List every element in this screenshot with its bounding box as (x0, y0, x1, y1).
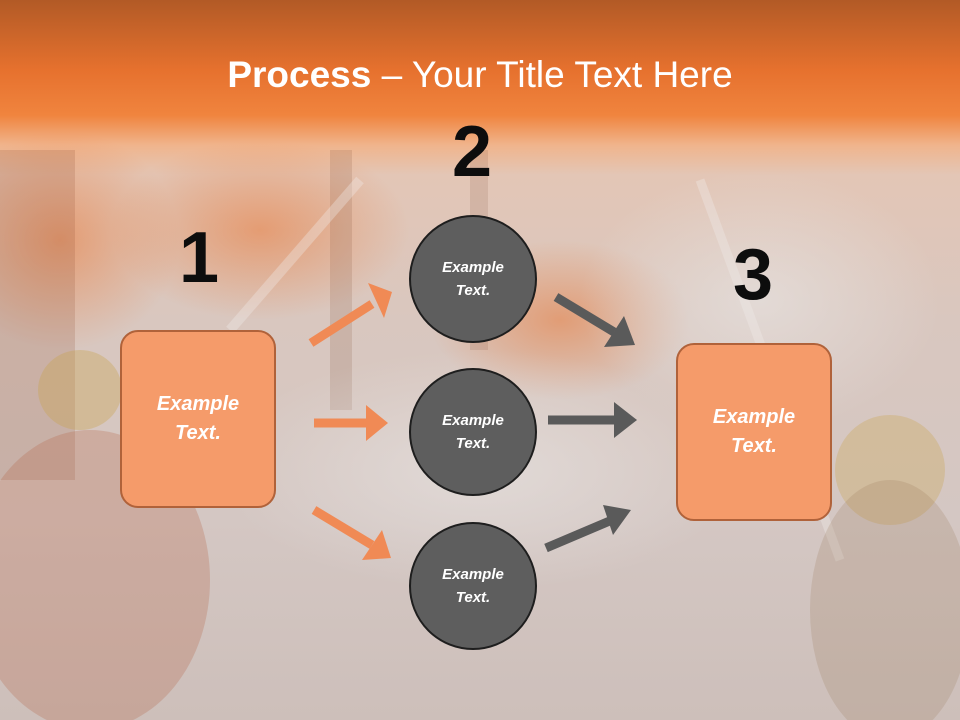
step-1-box: Example Text. (120, 330, 276, 508)
node-circle-bottom: Example Text. (409, 522, 537, 650)
step-1-text: Example Text. (156, 393, 240, 444)
node-top-text: Example Text. (442, 259, 504, 299)
step-number-3: 3 (732, 235, 774, 315)
node-middle-text: Example Text. (442, 412, 504, 452)
node-bottom-text: Example Text. (442, 566, 504, 606)
step-number-2: 2 (451, 112, 493, 192)
node-circle-middle: Example Text. (409, 368, 537, 496)
node-circle-top: Example Text. (409, 215, 537, 343)
arrow-1-to-middle (314, 405, 388, 441)
arrow-middle-to-3 (548, 402, 637, 438)
title-bold: Process (227, 54, 372, 95)
slide-title: Process – Your Title Text Here (0, 50, 960, 100)
arrow-top-to-3 (553, 293, 635, 347)
step-number-1: 1 (178, 218, 220, 298)
step-3-box: Example Text. (676, 343, 832, 521)
arrow-1-to-bottom (311, 506, 391, 560)
title-rest: – Your Title Text Here (371, 54, 733, 95)
step-3-text: Example Text. (712, 406, 796, 457)
arrow-1-to-top (308, 283, 392, 347)
arrow-bottom-to-3 (544, 505, 631, 553)
